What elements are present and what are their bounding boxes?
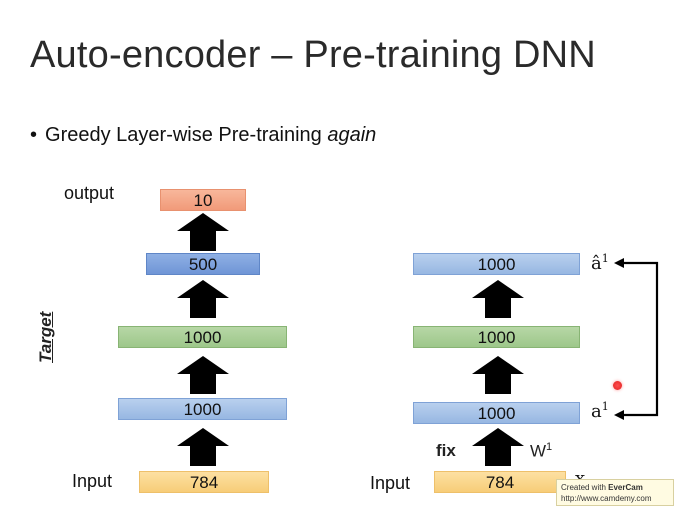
- target-label: Target: [36, 311, 55, 363]
- up-arrow-icon: [472, 428, 524, 466]
- up-arrow-icon: [177, 428, 229, 466]
- weight-label: W1: [530, 441, 553, 461]
- input-layer-784-left: 784: [139, 471, 269, 493]
- output-label: output: [64, 183, 115, 203]
- a-label: a1: [591, 400, 609, 422]
- bullet-marker: •: [30, 124, 38, 146]
- cursor-pointer-dot: [613, 381, 622, 390]
- reconstruction-bracket: [614, 258, 659, 420]
- up-arrow-icon: [177, 213, 229, 251]
- up-arrow-icon: [177, 356, 229, 394]
- slide-title: Auto-encoder – Pre-training DNN: [30, 34, 596, 76]
- up-arrow-icon: [472, 280, 524, 318]
- x-label: x: [575, 468, 585, 489]
- output-layer-10: 10: [160, 189, 246, 211]
- hidden-layer-1000-green: 1000: [118, 326, 287, 348]
- hidden-layer-1000-green-right: 1000: [413, 326, 580, 348]
- hidden-layer-500: 500: [146, 253, 260, 275]
- fix-label: fix: [436, 441, 456, 460]
- input-layer-784-right: 784: [434, 471, 566, 493]
- up-arrow-icon: [472, 356, 524, 394]
- hidden-layer-1000-blue-right: 1000: [413, 402, 580, 424]
- bullet-text: Greedy Layer-wise Pre-training: [45, 124, 328, 146]
- hidden-layer-1000-blue: 1000: [118, 398, 287, 420]
- bullet-point: • Greedy Layer-wise Pre-training again: [30, 124, 376, 147]
- reconstruction-layer-1000: 1000: [413, 253, 580, 275]
- bullet-emphasis: again: [327, 124, 377, 146]
- evercam-watermark: Created with EverCam http://www.camdemy.…: [556, 479, 674, 506]
- input-label-left: Input: [72, 471, 113, 491]
- up-arrow-icon: [177, 280, 229, 318]
- a-hat-label: â1: [591, 252, 609, 274]
- input-label-right: Input: [370, 473, 411, 493]
